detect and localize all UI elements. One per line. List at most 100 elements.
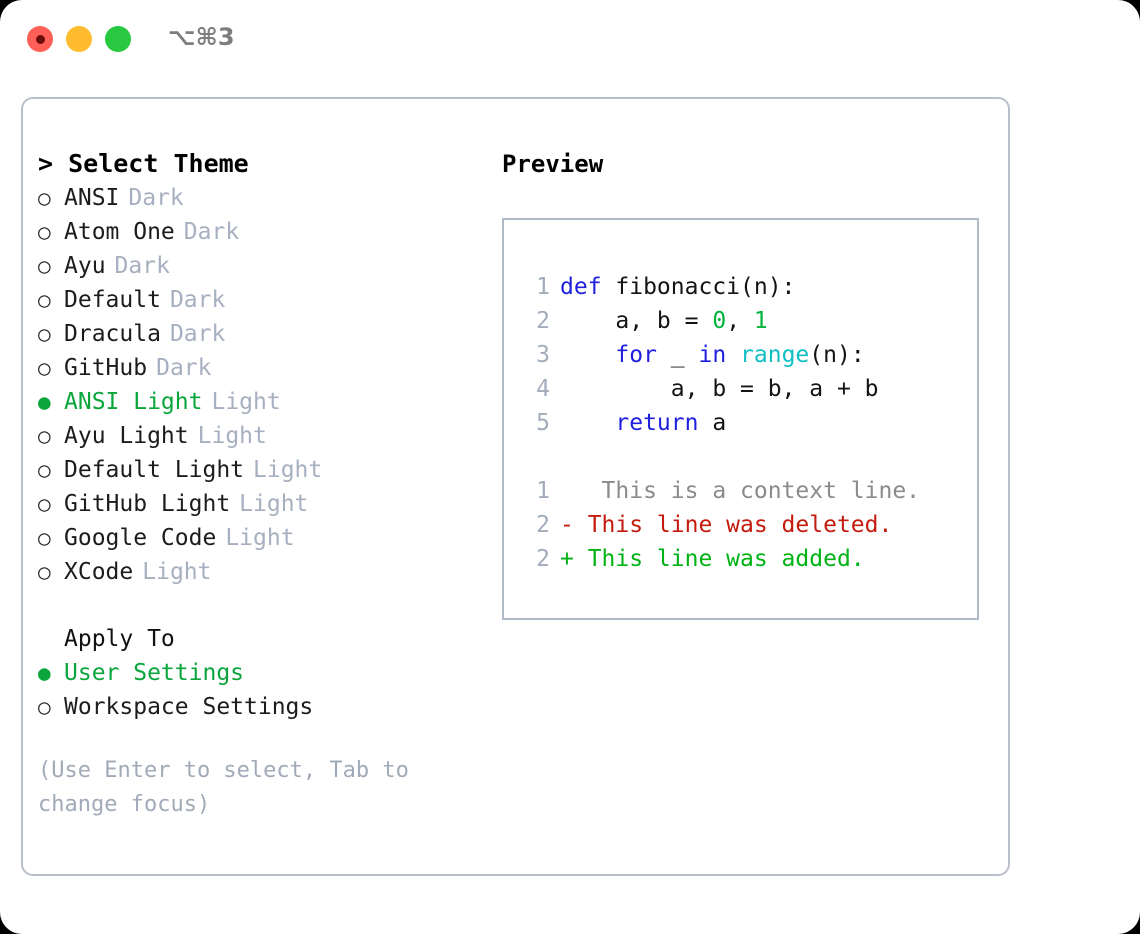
diff-line-text-add: + This line was added. [560, 546, 865, 572]
theme-option-variant: Light [142, 559, 212, 585]
code-text: def fibonacci(n): [560, 270, 795, 304]
diff-line-1: 2 - This line was deleted. [520, 508, 971, 542]
token-num: 1 [753, 308, 768, 334]
theme-option-6[interactable]: ● ANSI Light Light [38, 385, 498, 419]
token-txt: fibonacci(n): [615, 274, 796, 300]
radio-selected-icon: ● [38, 661, 51, 685]
radio-unselected-icon: ○ [38, 288, 51, 312]
apply-to-option-1[interactable]: ○ Workspace Settings [38, 690, 498, 724]
theme-option-variant: Light [211, 389, 281, 415]
radio-unselected-icon: ○ [38, 458, 51, 482]
theme-option-label: ANSI Light [64, 389, 203, 415]
line-number: 2 [536, 308, 550, 334]
code-line-0: 1 def fibonacci(n): [520, 270, 971, 304]
radio-unselected-icon: ○ [38, 220, 51, 244]
preview-header: Preview [502, 150, 604, 178]
radio-unselected-icon: ○ [38, 424, 51, 448]
apply-to-option-list[interactable]: ● User Settings ○ Workspace Settings [38, 656, 498, 724]
theme-option-3[interactable]: ○ Default Dark [38, 283, 498, 317]
code-line-1: 2 a, b = 0, 1 [520, 304, 971, 338]
token-txt [560, 342, 615, 368]
apply-to-option-0[interactable]: ● User Settings [38, 656, 498, 690]
theme-option-variant: Dark [169, 287, 226, 313]
theme-option-variant: Light [253, 457, 323, 483]
diff-line-text-del: - This line was deleted. [560, 512, 893, 538]
theme-option-label: Ayu [64, 253, 106, 279]
radio-unselected-icon: ○ [38, 186, 51, 210]
line-number: 4 [536, 376, 550, 402]
radio-unselected-icon: ○ [38, 492, 51, 516]
line-number: 1 [536, 274, 550, 300]
diff-line-number: 2 [536, 512, 550, 538]
theme-option-variant: Dark [128, 185, 184, 211]
keyboard-hint-text: (Use Enter to select, Tab to change focu… [38, 758, 409, 817]
theme-option-variant: Dark [169, 321, 226, 347]
apply-to-section: Apply To ● User Settings ○ Workspace Settin… [38, 622, 498, 724]
token-kw: def [560, 274, 616, 300]
diff-line-number: 1 [536, 478, 550, 504]
apply-to-option-label: User Settings [64, 660, 245, 686]
diff-line-2: 2 + This line was added. [520, 542, 971, 576]
line-number: 5 [536, 410, 550, 436]
diff-line-0: 1 This is a context line. [520, 474, 971, 508]
zoom-button-icon[interactable] [105, 26, 131, 52]
theme-option-0[interactable]: ○ ANSI Dark [38, 181, 498, 215]
token-kw: in [698, 342, 727, 368]
theme-option-variant: Light [239, 491, 309, 517]
theme-option-variant: Dark [156, 355, 212, 381]
radio-selected-icon: ● [38, 390, 51, 414]
line-number: 3 [536, 342, 550, 368]
window-controls [27, 26, 131, 52]
theme-picker-header: > Select Theme [38, 149, 249, 178]
theme-option-8[interactable]: ○ Default Light Light [38, 453, 498, 487]
code-text: a, b = 0, 1 [560, 304, 768, 338]
code-text: for _ in range(n): [560, 338, 865, 372]
token-txt [560, 410, 615, 436]
theme-option-variant: Dark [114, 253, 170, 279]
code-text: return a [560, 406, 726, 440]
close-button-icon[interactable] [27, 26, 53, 52]
keyboard-shortcut-label: ⌥⌘3 [168, 23, 235, 51]
code-text: a, b = b, a + b [560, 372, 879, 406]
code-line-2: 3 for _ in range(n): [520, 338, 971, 372]
diff-line-number: 2 [536, 546, 550, 572]
theme-option-variant: Light [225, 525, 295, 551]
theme-option-variant: Light [197, 423, 267, 449]
radio-unselected-icon: ○ [38, 526, 51, 550]
token-txt: a [698, 410, 727, 436]
theme-option-variant: Dark [183, 219, 240, 245]
token-txt: _ [656, 342, 699, 368]
theme-option-label: Default [64, 287, 161, 313]
token-kw: return [615, 410, 699, 436]
theme-option-label: XCode [64, 559, 134, 585]
theme-option-label: ANSI [64, 185, 120, 211]
theme-option-label: Default Light [64, 457, 245, 483]
code-line-3: 4 a, b = b, a + b [520, 372, 971, 406]
token-txt: , [726, 308, 754, 334]
theme-option-label: GitHub Light [64, 491, 231, 517]
radio-unselected-icon: ○ [38, 356, 51, 380]
token-kw: for [615, 342, 657, 368]
apply-to-option-label: Workspace Settings [64, 694, 314, 720]
diff-line-text-ctx: This is a context line. [560, 478, 921, 504]
minimize-button-icon[interactable] [66, 26, 92, 52]
radio-unselected-icon: ○ [38, 695, 51, 719]
token-txt: (n): [809, 342, 865, 368]
code-line-4: 5 return a [520, 406, 971, 440]
apply-to-header: Apply To [64, 626, 175, 652]
theme-option-9[interactable]: ○ GitHub Light Light [38, 487, 498, 521]
token-txt: a, b = b, a + b [560, 376, 879, 402]
